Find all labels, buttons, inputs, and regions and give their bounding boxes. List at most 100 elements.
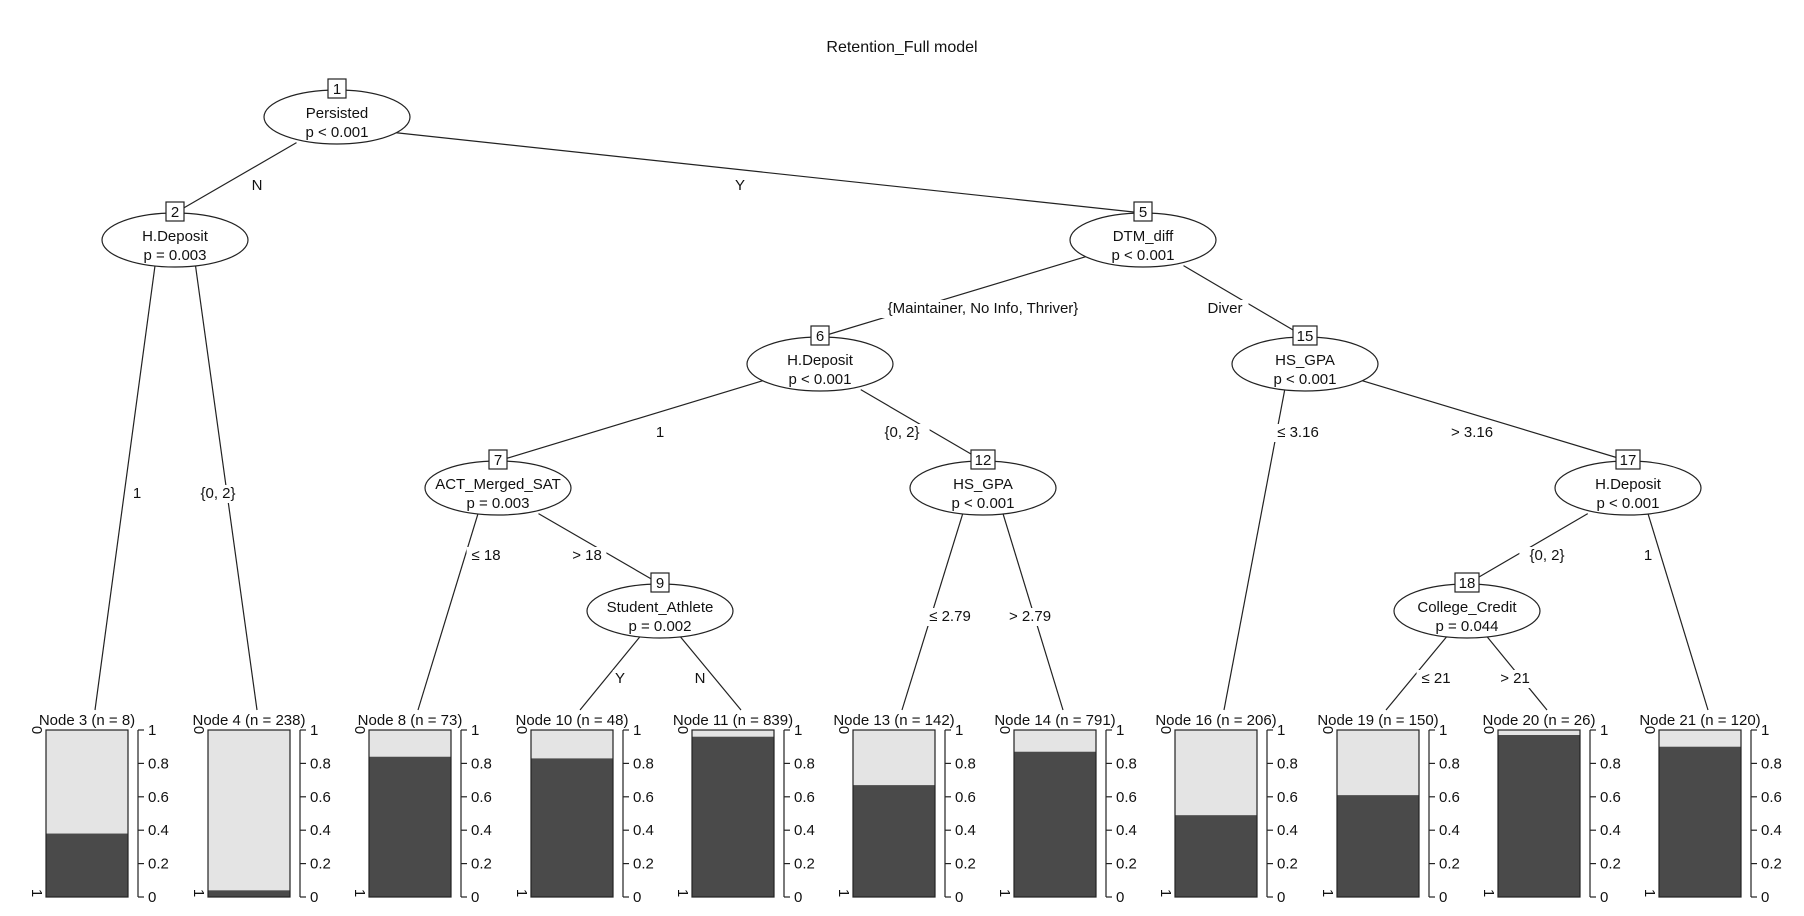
left-axis-top-label: 0 bbox=[835, 726, 852, 734]
left-axis-bottom-label: 1 bbox=[351, 889, 368, 897]
right-axis-tick-label: 1 bbox=[633, 722, 641, 739]
bar-segment-dark bbox=[1014, 751, 1096, 897]
edge-label-bg bbox=[1495, 670, 1535, 688]
right-axis-tick-label: 0 bbox=[955, 889, 963, 906]
right-axis-tick-label: 0 bbox=[471, 889, 479, 906]
edge-label-15-17: > 3.16 bbox=[1451, 424, 1493, 441]
right-axis-tick-label: 0.2 bbox=[148, 856, 169, 873]
diagram-title: Retention_Full model bbox=[826, 39, 977, 56]
edge-2-3 bbox=[94, 265, 156, 711]
right-axis-tick-label: 1 bbox=[1116, 722, 1124, 739]
edge-label-6-12: {0, 2} bbox=[884, 424, 919, 441]
node-id-box bbox=[1454, 572, 1480, 593]
left-axis-top-label: 0 bbox=[513, 726, 530, 734]
node-id-box bbox=[327, 78, 347, 99]
edge-label-bg bbox=[612, 670, 628, 688]
edge-label-18-19: ≤ 21 bbox=[1421, 670, 1450, 687]
node-id: 5 bbox=[1139, 204, 1147, 221]
right-axis-tick-label: 0.4 bbox=[1761, 822, 1782, 839]
edge-label-6-7: 1 bbox=[656, 424, 664, 441]
bar-segment-dark bbox=[1659, 746, 1741, 897]
right-axis-tick-label: 0.6 bbox=[1600, 789, 1621, 806]
right-axis-tick-label: 0.4 bbox=[1600, 822, 1621, 839]
bar-frame bbox=[1336, 729, 1420, 898]
node-id-box bbox=[165, 201, 185, 222]
right-axis-tick-label: 0.2 bbox=[471, 856, 492, 873]
edge-15-17 bbox=[1355, 378, 1629, 462]
right-axis-tick-label: 0.8 bbox=[1761, 755, 1782, 772]
right-axis-tick-label: 0.8 bbox=[1116, 755, 1137, 772]
right-axis-tick-label: 0.4 bbox=[148, 822, 169, 839]
left-axis-top-label: 0 bbox=[1641, 726, 1658, 734]
edge-label-9-11: N bbox=[695, 670, 706, 687]
right-axis-tick-label: 0.2 bbox=[1277, 856, 1298, 873]
right-axis-tick-label: 1 bbox=[794, 722, 802, 739]
right-axis-tick-label: 1 bbox=[1277, 722, 1285, 739]
right-axis-tick-label: 0.2 bbox=[1761, 856, 1782, 873]
right-axis-tick-label: 0 bbox=[1277, 889, 1285, 906]
edge-label-5-6: {Maintainer, No Info, Thriver} bbox=[888, 300, 1079, 317]
left-axis-bottom-label: 1 bbox=[513, 889, 530, 897]
right-axis-tick-label: 0.8 bbox=[955, 755, 976, 772]
right-axis-tick-label: 0 bbox=[148, 889, 156, 906]
edge-15-16 bbox=[1223, 389, 1286, 711]
right-axis-tick-label: 0.6 bbox=[955, 789, 976, 806]
terminal-label: Node 20 (n = 26) bbox=[1483, 712, 1596, 729]
right-axis-tick-label: 0 bbox=[1761, 889, 1769, 906]
left-axis-bottom-label: 1 bbox=[1157, 889, 1174, 897]
left-axis-bottom-label: 1 bbox=[28, 889, 45, 897]
terminal-label: Node 8 (n = 73) bbox=[358, 712, 463, 729]
right-axis-tick-label: 1 bbox=[1600, 722, 1608, 739]
right-axis-tick-label: 0.6 bbox=[633, 789, 654, 806]
bar-frame bbox=[530, 729, 614, 898]
left-axis-top-label: 0 bbox=[28, 726, 45, 734]
edge-label-7-9: > 18 bbox=[572, 547, 602, 564]
terminal-label: Node 11 (n = 839) bbox=[673, 712, 793, 729]
node-p-value: p = 0.002 bbox=[629, 618, 692, 635]
bar-segment-light bbox=[1498, 730, 1580, 736]
node-id-box bbox=[488, 449, 508, 470]
bar-segment-dark bbox=[1498, 735, 1580, 897]
right-axis-tick-label: 1 bbox=[471, 722, 479, 739]
right-axis-tick-label: 0.8 bbox=[310, 755, 331, 772]
right-axis-tick-label: 0.4 bbox=[794, 822, 815, 839]
edge-9-11 bbox=[679, 636, 742, 711]
right-axis-tick-label: 0.2 bbox=[1600, 856, 1621, 873]
left-axis-bottom-label: 1 bbox=[996, 889, 1013, 897]
left-axis-bottom-label: 1 bbox=[1480, 889, 1497, 897]
right-axis-tick-label: 0.4 bbox=[310, 822, 331, 839]
edge-label-bg bbox=[129, 485, 145, 503]
edge-label-2-4: {0, 2} bbox=[200, 485, 235, 502]
terminal-label: Node 3 (n = 8) bbox=[39, 712, 135, 729]
edge-label-bg bbox=[1201, 300, 1249, 318]
edge-label-bg bbox=[567, 547, 607, 565]
bar-frame bbox=[368, 729, 452, 898]
edge-label-bg bbox=[466, 547, 506, 565]
node-variable: DTM_diff bbox=[1113, 228, 1174, 245]
edge-9-10 bbox=[579, 636, 641, 711]
right-axis-tick-label: 0.2 bbox=[1439, 856, 1460, 873]
edge-label-1-5: Y bbox=[735, 177, 745, 194]
left-axis-top-label: 0 bbox=[1157, 726, 1174, 734]
edge-label-1-2: N bbox=[252, 177, 263, 194]
right-axis-tick-label: 0.8 bbox=[633, 755, 654, 772]
bar-frame bbox=[1013, 729, 1097, 898]
edge-label-bg bbox=[1416, 670, 1456, 688]
left-axis-top-label: 0 bbox=[996, 726, 1013, 734]
edge-18-19 bbox=[1385, 636, 1448, 711]
right-axis-tick-label: 0.4 bbox=[1439, 822, 1460, 839]
right-axis-tick-label: 0.6 bbox=[794, 789, 815, 806]
right-axis-tick-label: 0.6 bbox=[1761, 789, 1782, 806]
